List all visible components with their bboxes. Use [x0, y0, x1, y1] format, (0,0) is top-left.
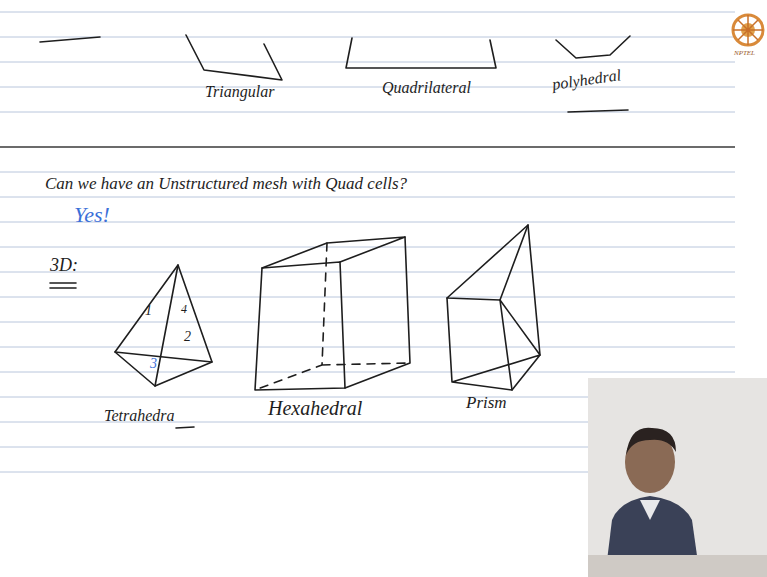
answer-note: Yes!: [74, 204, 110, 226]
prism: [447, 225, 540, 390]
nptel-logo: [733, 15, 763, 45]
underline: [568, 110, 628, 112]
double-underline: [50, 283, 76, 288]
logo-text: NPTEL: [734, 50, 755, 57]
shape-label: Tetrahedra: [104, 408, 175, 424]
separator: [0, 146, 735, 148]
face-number: 4: [181, 303, 187, 315]
shape-label: Prism: [466, 394, 507, 411]
polyhedral-cell: [556, 36, 630, 58]
question-note: Can we have an Unstructured mesh with Qu…: [45, 175, 407, 192]
sketches: [40, 35, 630, 428]
triangle-cell: [186, 35, 282, 80]
presenter-video: [588, 378, 767, 577]
shape-label: Hexahedral: [268, 398, 362, 418]
quad-cell: [346, 38, 496, 68]
face-number: 1: [145, 304, 152, 318]
cell-type-label: Triangular: [205, 84, 274, 100]
cell-type-label: Quadrilateral: [382, 80, 471, 96]
tetrahedron: [115, 265, 212, 386]
section-label: 3D:: [50, 256, 78, 274]
stroke: [40, 37, 100, 42]
hexahedron: [255, 237, 410, 390]
underline: [176, 427, 194, 428]
face-number: 2: [184, 330, 191, 344]
cell-type-label: polyhedral: [551, 67, 622, 92]
face-number: 3: [150, 357, 157, 371]
